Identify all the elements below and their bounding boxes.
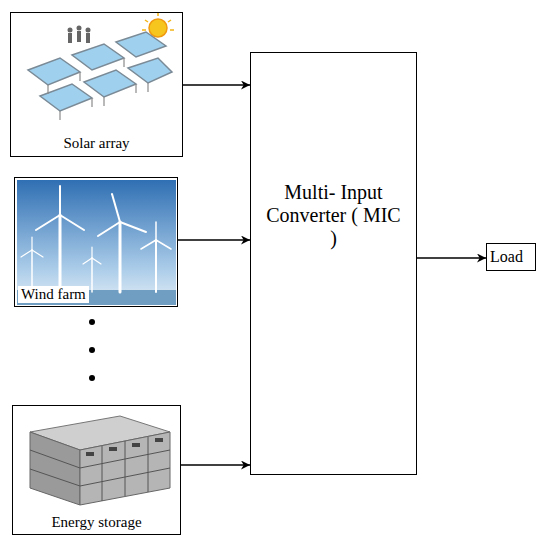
node-label: Multi- Input Converter ( MIC ) bbox=[264, 181, 404, 250]
node-label: Load bbox=[490, 248, 523, 266]
node-label: Energy storage bbox=[51, 514, 141, 531]
node-label: Wind farm bbox=[18, 286, 89, 303]
arrow-connector bbox=[181, 464, 250, 465]
source-box: Energy storage bbox=[12, 405, 181, 535]
wind-farm-picture bbox=[17, 180, 176, 305]
converter-box: Multi- Input Converter ( MIC ) bbox=[250, 52, 417, 475]
solar-picture bbox=[28, 12, 174, 120]
arrow-connector bbox=[183, 84, 250, 85]
source-box: Wind farm bbox=[14, 177, 178, 307]
arrow-connector bbox=[178, 239, 250, 240]
load-box: Load bbox=[486, 243, 536, 271]
node-label: Solar array bbox=[63, 135, 129, 152]
ellipsis-dots bbox=[89, 319, 95, 381]
source-box: Solar array bbox=[10, 12, 183, 157]
battery-picture bbox=[30, 416, 170, 505]
arrow-connector bbox=[417, 257, 486, 258]
